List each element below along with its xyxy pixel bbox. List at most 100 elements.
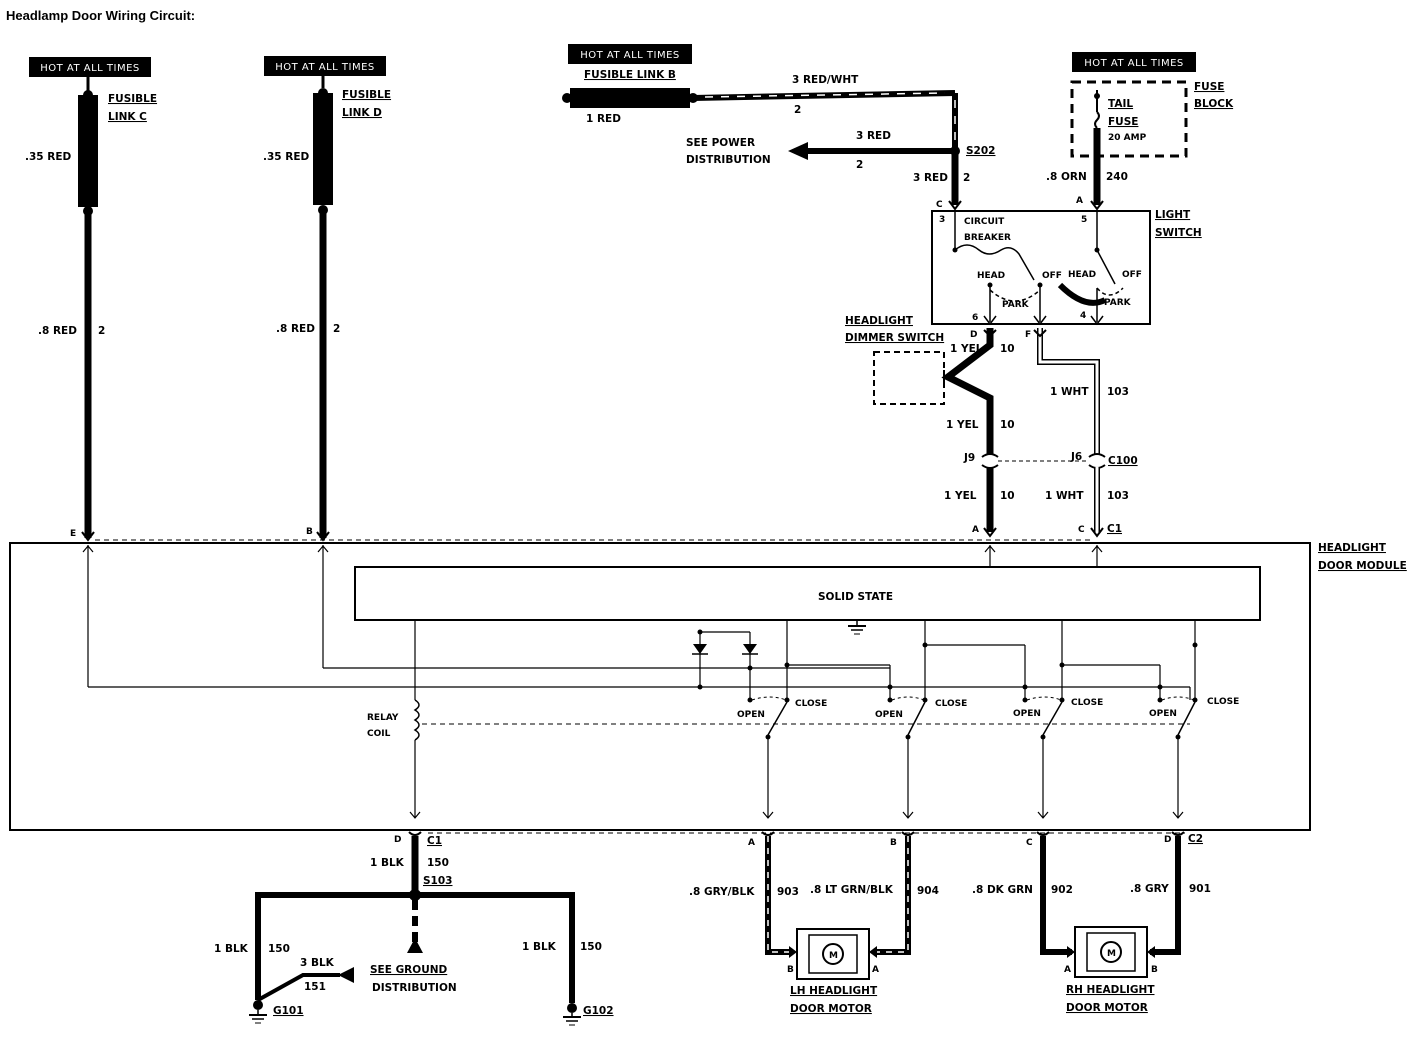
- svg-text:HOT AT ALL TIMES: HOT AT ALL TIMES: [275, 62, 375, 73]
- rh-motor-m: M: [1107, 949, 1116, 959]
- motor-pin-d: D: [1164, 835, 1171, 845]
- white-wire: [1033, 328, 1100, 455]
- switch-off-right: OFF: [1122, 270, 1142, 280]
- lh-motor-label1: LH HEADLIGHT: [790, 985, 878, 997]
- dimmer-switch: [873, 328, 997, 455]
- lh-motor-m: M: [829, 951, 838, 961]
- relay1-open: OPEN: [737, 710, 765, 720]
- wire-wht-1-circuit: 103: [1107, 386, 1129, 398]
- relay-coil-label2: COIL: [367, 729, 391, 739]
- motor-pin-c: C: [1026, 838, 1033, 848]
- wire-yel-2-circuit: 10: [1000, 419, 1015, 431]
- hot-label-fuse: HOT AT ALL TIMES: [1072, 52, 1196, 72]
- svg-text:HOT AT ALL TIMES: HOT AT ALL TIMES: [580, 50, 680, 61]
- circuit-breaker-label1: CIRCUIT: [964, 217, 1005, 227]
- rh-motor-label1: RH HEADLIGHT: [1066, 984, 1155, 996]
- switch-pin-c: C: [936, 200, 943, 210]
- wire-wht-2-circuit: 103: [1107, 490, 1129, 502]
- wire-b-circuit: 2: [794, 104, 801, 116]
- fuse-block-label1: FUSE: [1194, 81, 1224, 93]
- circuit-903: 903: [777, 886, 799, 898]
- door-module-label2: DOOR MODULE: [1318, 560, 1407, 572]
- svg-text:HOT AT ALL TIMES: HOT AT ALL TIMES: [40, 63, 140, 74]
- connector-c1-top: C1: [1107, 523, 1122, 535]
- wire-903: .8 GRY/BLK: [689, 886, 755, 898]
- wire-b-main: 3 RED/WHT: [792, 74, 859, 86]
- fusible-link-c: [78, 77, 98, 542]
- ground-g102: G102: [583, 1005, 614, 1017]
- circuit-904: 904: [917, 885, 939, 897]
- rh-motor-label2: DOOR MOTOR: [1066, 1002, 1148, 1014]
- wire-1blk-right: 1 BLK: [522, 941, 557, 953]
- ground-wiring: [249, 831, 581, 1026]
- circuit-901: 901: [1189, 883, 1211, 895]
- power-distribution-label1: SEE POWER: [686, 137, 755, 149]
- relay1-close: CLOSE: [795, 699, 827, 709]
- fuse-amp: 20 AMP: [1108, 133, 1147, 143]
- wire-yel-3: 1 YEL: [944, 490, 977, 502]
- switch-head-left: HEAD: [977, 271, 1005, 281]
- relay4-close: CLOSE: [1207, 697, 1239, 707]
- wire-1blk-top: 1 BLK: [370, 857, 405, 869]
- circuit-150-right: 150: [580, 941, 602, 953]
- switch-term-3: 3: [939, 215, 945, 225]
- wire-yel-1-circuit: 10: [1000, 343, 1015, 355]
- connector-c100: [981, 453, 1106, 538]
- connector-j6: J6: [1070, 451, 1082, 463]
- solid-state-label: SOLID STATE: [818, 591, 893, 603]
- wire-902: .8 DK GRN: [972, 884, 1033, 896]
- circuit-breaker-label2: BREAKER: [964, 233, 1011, 243]
- circuit-150-top: 150: [427, 857, 449, 869]
- circuit-902: 902: [1051, 884, 1073, 896]
- switch-off-left: OFF: [1042, 271, 1062, 281]
- wire-901: .8 GRY: [1130, 883, 1169, 895]
- circuit-151: 151: [304, 981, 326, 993]
- relay2-open: OPEN: [875, 710, 903, 720]
- connector-c1-bottom: C1: [427, 835, 442, 847]
- fuse-block-label2: BLOCK: [1194, 98, 1234, 110]
- fusible-link-b: [562, 88, 958, 150]
- dimmer-label1: HEADLIGHT: [845, 315, 914, 327]
- switch-park-right: PARK: [1104, 298, 1132, 308]
- wire-b-left: 1 RED: [586, 113, 621, 125]
- lh-motor-label2: DOOR MOTOR: [790, 1003, 872, 1015]
- relay4-open: OPEN: [1149, 709, 1177, 719]
- fuse-name-tail: TAIL: [1108, 98, 1133, 110]
- module-pin-c: C: [1078, 525, 1085, 535]
- door-module: [9, 539, 1311, 831]
- light-switch: [931, 210, 1151, 326]
- switch-pin-f: F: [1025, 330, 1031, 340]
- page-title: Headlamp Door Wiring Circuit:: [6, 8, 196, 23]
- wire-c-circuit: 2: [98, 325, 105, 337]
- motor-wiring: [761, 831, 1185, 980]
- wire-wht-2: 1 WHT: [1045, 490, 1084, 502]
- ground-g101: G101: [273, 1005, 304, 1017]
- wire-d-circuit: 2: [333, 323, 340, 335]
- svg-text:HOT AT ALL TIMES: HOT AT ALL TIMES: [1084, 58, 1184, 69]
- relay3-open: OPEN: [1013, 709, 1041, 719]
- hot-label-b: HOT AT ALL TIMES: [568, 44, 692, 64]
- rh-motor-pin-a: A: [1064, 965, 1071, 975]
- switch-term-5: 5: [1081, 215, 1087, 225]
- wire-1blk-left: 1 BLK: [214, 943, 249, 955]
- pin-e: E: [70, 529, 76, 539]
- power-wire: 3 RED: [856, 130, 891, 142]
- splice-s202: S202: [966, 145, 995, 157]
- fusible-link-b-label: FUSIBLE LINK B: [584, 69, 676, 81]
- light-switch-label1: LIGHT: [1155, 209, 1191, 221]
- fusible-link-d-label2: LINK D: [342, 107, 382, 119]
- ground-distribution-label1: SEE GROUND: [370, 964, 448, 976]
- circuit-150-left: 150: [268, 943, 290, 955]
- connector-c100-label: C100: [1108, 455, 1138, 467]
- switch-term-6: 6: [972, 313, 978, 323]
- fusible-link-c-label2: LINK C: [108, 111, 147, 123]
- motor-pin-a: A: [748, 838, 755, 848]
- module-pin-a: A: [972, 525, 979, 535]
- light-switch-label2: SWITCH: [1155, 227, 1202, 239]
- wire-yel-2: 1 YEL: [946, 419, 979, 431]
- dimmer-label2: DIMMER SWITCH: [845, 332, 944, 344]
- relay2-close: CLOSE: [935, 699, 967, 709]
- wire-3blk: 3 BLK: [300, 957, 335, 969]
- hot-label-c: HOT AT ALL TIMES: [29, 57, 151, 77]
- fuse-block: [1070, 80, 1188, 211]
